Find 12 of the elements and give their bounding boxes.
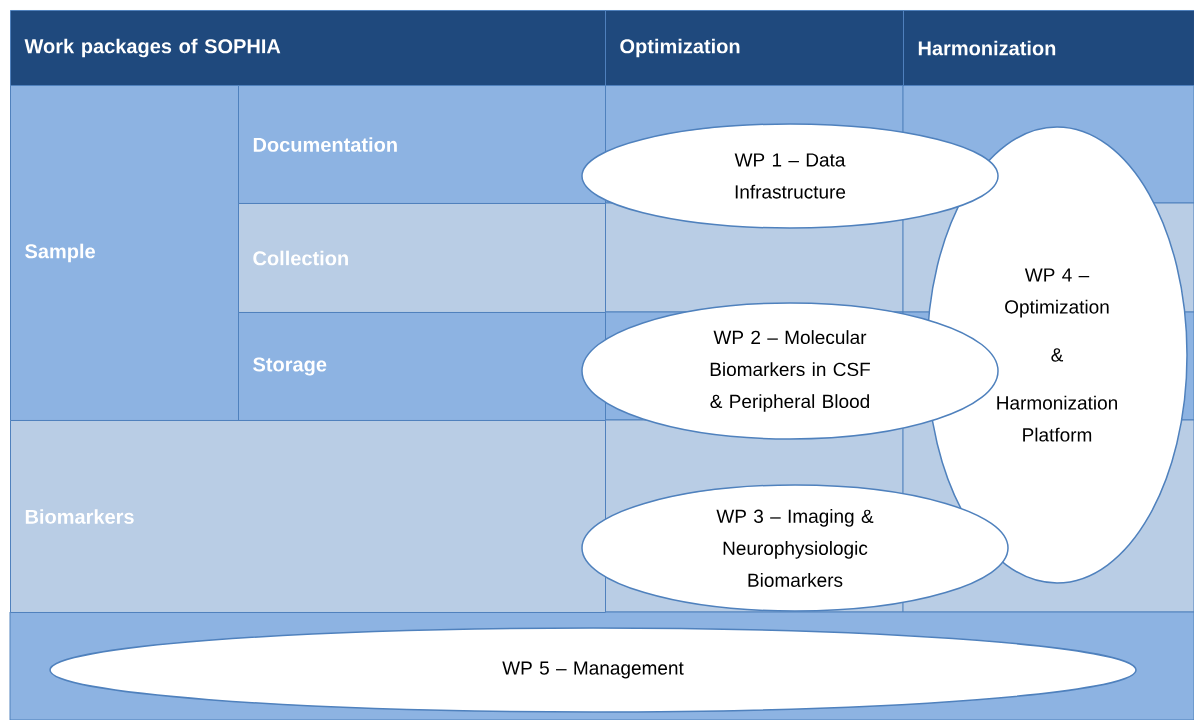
row-label-cell: Documentation — [238, 85, 606, 204]
node-label: Harmonization Platform — [997, 395, 1117, 442]
header-cell: Harmonization — [903, 10, 1194, 86]
node-label: Harmonization — [918, 40, 1056, 56]
header-cell: Optimization — [605, 10, 904, 86]
row-label-cell: Sample — [10, 85, 239, 421]
node-label: & — [1051, 348, 1064, 362]
row-label-cell: Biomarkers — [10, 420, 606, 613]
node-label: WP 4 – Optimization — [1005, 268, 1109, 318]
row-label-cell: Collection — [238, 203, 606, 313]
header-cell: Work packages of SOPHIA — [10, 10, 606, 86]
row-label-cell: Storage — [238, 312, 606, 421]
